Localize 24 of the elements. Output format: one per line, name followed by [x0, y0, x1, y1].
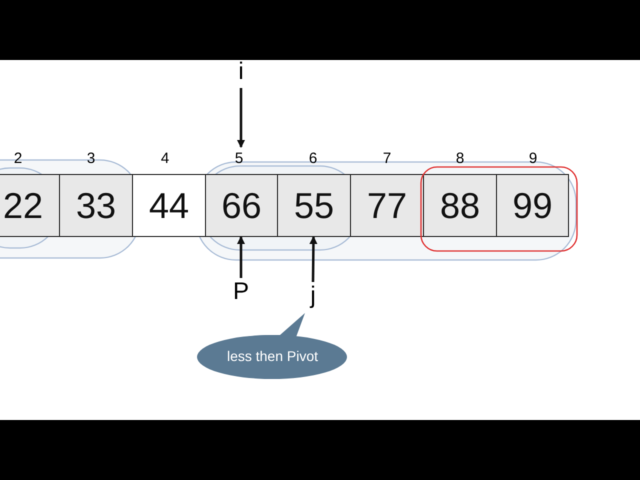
index-number: 9 — [528, 150, 538, 167]
arrow — [309, 236, 318, 282]
index-number: 5 — [234, 150, 244, 167]
pointer-label: P — [226, 278, 256, 306]
array-cell: 77 — [350, 174, 424, 237]
index-number: 2 — [12, 150, 24, 167]
array-cell: 88 — [423, 174, 497, 237]
index-number: 3 — [86, 150, 96, 167]
pointer-label: i — [226, 58, 256, 86]
arrow — [237, 88, 245, 148]
array-cell: 99 — [496, 174, 569, 237]
array-cell: 55 — [277, 174, 351, 237]
pointer-label: j — [298, 282, 328, 310]
array-cell: 66 — [205, 174, 278, 237]
array-cell: 33 — [59, 174, 133, 237]
index-number: 7 — [382, 150, 392, 167]
index-number: 4 — [160, 150, 170, 167]
array-cell: 22 — [0, 174, 60, 237]
index-number: 6 — [308, 150, 318, 167]
speech-bubble — [197, 313, 347, 379]
arrow — [237, 236, 245, 278]
array-cell: 44 — [132, 174, 206, 237]
index-number: 8 — [454, 150, 466, 167]
bubble-text: less then Pivot — [226, 348, 320, 364]
